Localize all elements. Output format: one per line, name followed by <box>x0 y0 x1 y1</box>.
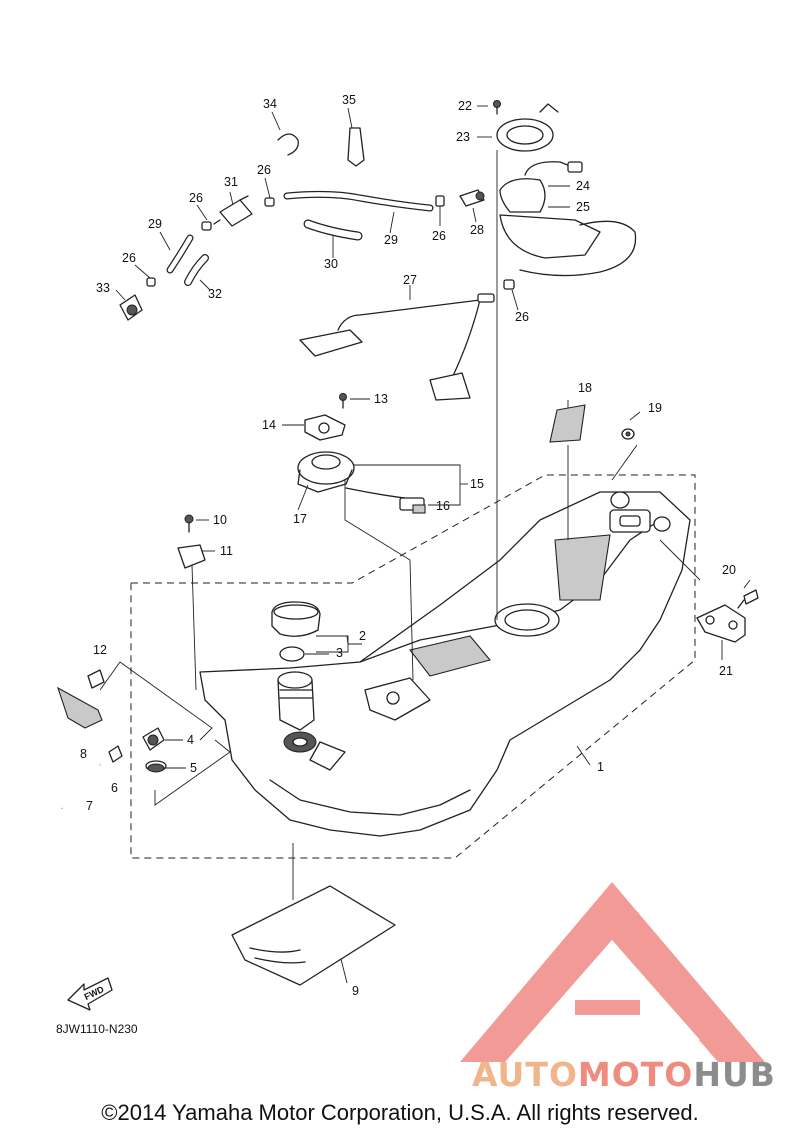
sheet-8 <box>57 686 103 729</box>
callout-25: 25 <box>576 200 590 214</box>
reference-code: 8JW1110-N230 <box>56 1022 138 1036</box>
callout-7: 7 <box>86 799 93 813</box>
bolt-13 <box>339 393 347 409</box>
callout-33: 33 <box>96 281 110 295</box>
callout-13: 13 <box>374 392 388 406</box>
watermark-text: AUTOMOTOHUB <box>472 1055 776 1094</box>
callout-5: 5 <box>190 761 197 775</box>
callout-26-4: 26 <box>189 191 203 205</box>
bolt-20 <box>737 589 759 609</box>
fuel-pump <box>499 161 637 277</box>
callout-4: 4 <box>187 733 194 747</box>
nut-19 <box>621 428 635 440</box>
label-sheet <box>231 885 396 986</box>
callout-3: 3 <box>336 646 343 660</box>
callout-15: 15 <box>470 477 484 491</box>
callout-1: 1 <box>597 760 604 774</box>
callout-18: 18 <box>578 381 592 395</box>
grommet <box>145 760 167 773</box>
fitting-33 <box>119 294 143 321</box>
callout-21: 21 <box>719 664 733 678</box>
callout-numbers: 1234567891011121314151617181920212223242… <box>80 93 736 998</box>
callout-23: 23 <box>456 130 470 144</box>
fuel-filter <box>213 195 253 227</box>
clips-26 <box>146 195 515 290</box>
callout-12: 12 <box>93 643 107 657</box>
callout-26-1: 26 <box>432 229 446 243</box>
pad-18 <box>549 404 586 443</box>
filler-cap <box>271 601 321 637</box>
callout-30: 30 <box>324 257 338 271</box>
fuel-tank <box>199 491 691 837</box>
hose-7-inner <box>59 763 102 809</box>
callout-26-2: 26 <box>515 310 529 324</box>
callout-31: 31 <box>224 175 238 189</box>
screw-22 <box>493 100 501 115</box>
clamp-11 <box>177 544 206 569</box>
gasket-23 <box>496 103 559 152</box>
callout-9: 9 <box>352 984 359 998</box>
callout-29-2: 29 <box>148 217 162 231</box>
fwd-arrow-icon: FWD <box>67 977 113 1011</box>
leader-lines <box>99 105 751 984</box>
callout-8: 8 <box>80 747 87 761</box>
callout-22: 22 <box>458 99 472 113</box>
bracket-21 <box>696 604 746 643</box>
callout-35: 35 <box>342 93 356 107</box>
callout-26-3: 26 <box>257 163 271 177</box>
bolt-10 <box>184 514 194 533</box>
fitting-28 <box>459 189 485 207</box>
gasket-14 <box>304 414 346 441</box>
callout-28: 28 <box>470 223 484 237</box>
callout-6: 6 <box>111 781 118 795</box>
fuel-sender <box>297 451 426 514</box>
cap-gasket <box>279 646 305 662</box>
filler-neck <box>277 671 317 753</box>
callout-26-5: 26 <box>122 251 136 265</box>
callout-11: 11 <box>220 544 233 558</box>
watermark-hub: HUB <box>693 1055 776 1094</box>
watermark-auto: AUTO <box>472 1055 578 1094</box>
callout-17: 17 <box>293 512 307 526</box>
callout-24: 24 <box>576 179 590 193</box>
copyright-notice: ©2014 Yamaha Motor Corporation, U.S.A. A… <box>101 1100 699 1125</box>
watermark-logo <box>460 882 765 1062</box>
callout-29-1: 29 <box>384 233 398 247</box>
callout-2: 2 <box>359 629 366 643</box>
callout-16: 16 <box>436 499 450 513</box>
callout-27: 27 <box>403 273 417 287</box>
callout-10: 10 <box>213 513 227 527</box>
callout-19: 19 <box>648 401 662 415</box>
watermark-moto: MOTO <box>577 1055 694 1094</box>
callout-20: 20 <box>722 563 736 577</box>
fitting <box>142 727 165 751</box>
callout-34: 34 <box>263 97 277 111</box>
breather-hose <box>299 293 495 401</box>
assembly-boundary <box>130 474 696 859</box>
callout-32: 32 <box>208 287 222 301</box>
callout-14: 14 <box>262 418 276 432</box>
holder-35 <box>347 127 365 167</box>
damper-12 <box>87 669 105 689</box>
clip <box>108 745 123 763</box>
clip-34 <box>277 133 299 156</box>
